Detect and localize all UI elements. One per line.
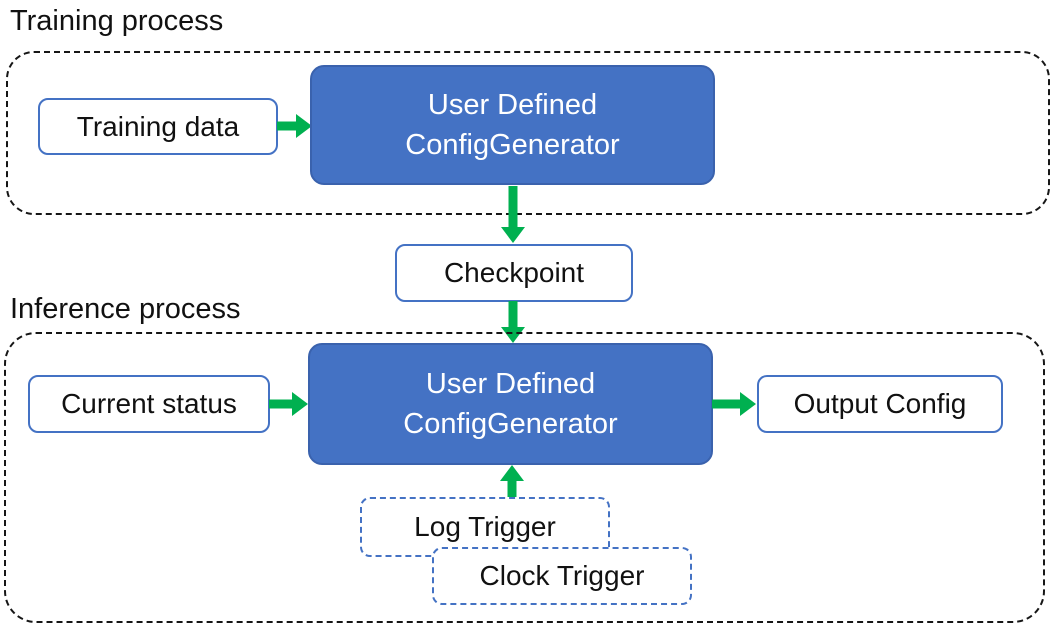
training-process-title: Training process: [10, 5, 224, 37]
config-generator-training-box: User Defined ConfigGenerator: [310, 65, 715, 185]
config-generator-inference-box: User Defined ConfigGenerator: [308, 343, 713, 465]
output-config-box: Output Config: [757, 375, 1003, 433]
arrow-right-icon: [269, 392, 308, 416]
inference-process-container: [4, 332, 1045, 623]
clock-trigger-box: Clock Trigger: [432, 547, 692, 605]
arrow-right-icon: [712, 392, 756, 416]
checkpoint-box: Checkpoint: [395, 244, 633, 302]
training-process-container: [6, 51, 1050, 215]
arrow-right-icon: [277, 114, 312, 138]
arrow-up-icon: [500, 465, 524, 498]
current-status-box: Current status: [28, 375, 270, 433]
inference-process-title: Inference process: [10, 293, 241, 325]
config-generator-inference-line1: User Defined: [425, 368, 596, 400]
config-generator-training-line1: User Defined: [427, 89, 598, 121]
arrow-down-icon: [501, 186, 525, 243]
config-generator-training-line2: ConfigGenerator: [405, 129, 620, 161]
config-generator-inference-line2: ConfigGenerator: [403, 408, 618, 440]
training-data-box: Training data: [38, 98, 278, 155]
